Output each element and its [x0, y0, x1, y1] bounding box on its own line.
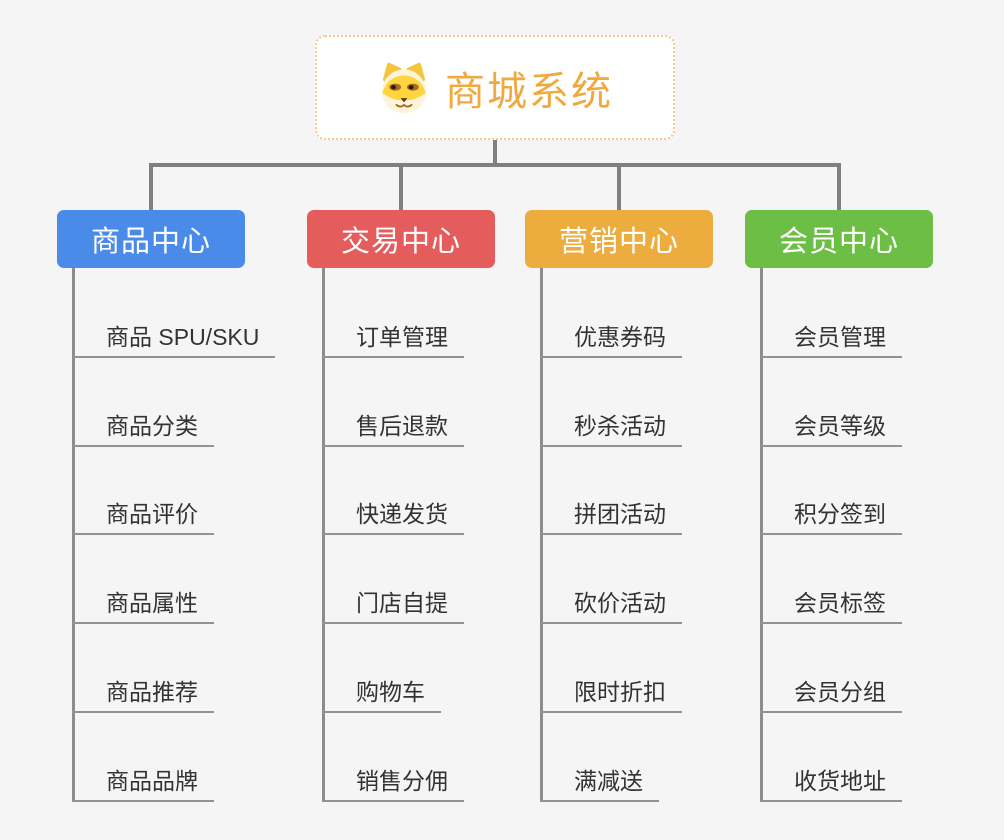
branch-node-member-center[interactable]: 会员中心	[745, 210, 933, 268]
leaf-node[interactable]: 商品 SPU/SKU	[72, 322, 276, 358]
branch-member-center: 会员中心 会员管理 会员等级 积分签到 会员标签 会员分组 收货地址	[745, 0, 933, 840]
leaf-node[interactable]: 会员标签	[760, 588, 902, 624]
leaf-node[interactable]: 会员等级	[760, 411, 902, 447]
leaf-node[interactable]: 满减送	[540, 766, 659, 802]
leaf-node[interactable]: 购物车	[322, 677, 441, 713]
leaf-node[interactable]: 商品推荐	[72, 677, 214, 713]
root-title: 商城系统	[445, 69, 613, 114]
leaf-node[interactable]: 订单管理	[322, 322, 464, 358]
leaf-node[interactable]: 拼团活动	[540, 499, 682, 535]
leaf-node[interactable]: 会员管理	[760, 322, 902, 358]
connector-branch-drop	[149, 163, 153, 210]
leaf-node[interactable]: 售后退款	[322, 411, 464, 447]
leaf-node[interactable]: 商品评价	[72, 499, 214, 535]
connector-branch-drop	[617, 163, 621, 210]
leaf-node[interactable]: 门店自提	[322, 588, 464, 624]
branch-label: 营销中心	[558, 226, 679, 258]
branch-node-product-center[interactable]: 商品中心	[57, 210, 245, 268]
branch-label: 交易中心	[340, 226, 461, 258]
leaf-node[interactable]: 会员分组	[760, 677, 902, 713]
leaf-node[interactable]: 商品分类	[72, 411, 214, 447]
leaf-node[interactable]: 积分签到	[760, 499, 902, 535]
branch-label: 会员中心	[778, 226, 899, 258]
connector-root-drop	[493, 138, 497, 165]
leaf-node[interactable]: 快递发货	[322, 499, 464, 535]
connector-branch-drop	[399, 163, 403, 210]
leaf-node[interactable]: 秒杀活动	[540, 411, 682, 447]
branch-product-center: 商品中心 商品 SPU/SKU 商品分类 商品评价 商品属性 商品推荐 商品品牌	[57, 0, 276, 840]
leaf-node[interactable]: 商品属性	[72, 588, 214, 624]
connector-branch-drop	[837, 163, 841, 210]
branch-marketing-center: 营销中心 优惠券码 秒杀活动 拼团活动 砍价活动 限时折扣 满减送	[525, 0, 713, 840]
branch-node-marketing-center[interactable]: 营销中心	[525, 210, 713, 268]
leaf-node[interactable]: 砍价活动	[540, 588, 682, 624]
leaf-node[interactable]: 限时折扣	[540, 677, 682, 713]
leaf-node[interactable]: 收货地址	[760, 766, 902, 802]
branch-label: 商品中心	[90, 226, 211, 258]
leaf-node[interactable]: 销售分佣	[322, 766, 464, 802]
connector-rail	[149, 163, 841, 167]
branch-trade-center: 交易中心 订单管理 售后退款 快递发货 门店自提 购物车 销售分佣	[307, 0, 495, 840]
dog-face-icon	[382, 62, 426, 113]
root-node[interactable]: 商城系统	[315, 35, 675, 140]
leaf-node[interactable]: 商品品牌	[72, 766, 214, 802]
branch-node-trade-center[interactable]: 交易中心	[307, 210, 495, 268]
leaf-node[interactable]: 优惠券码	[540, 322, 682, 358]
